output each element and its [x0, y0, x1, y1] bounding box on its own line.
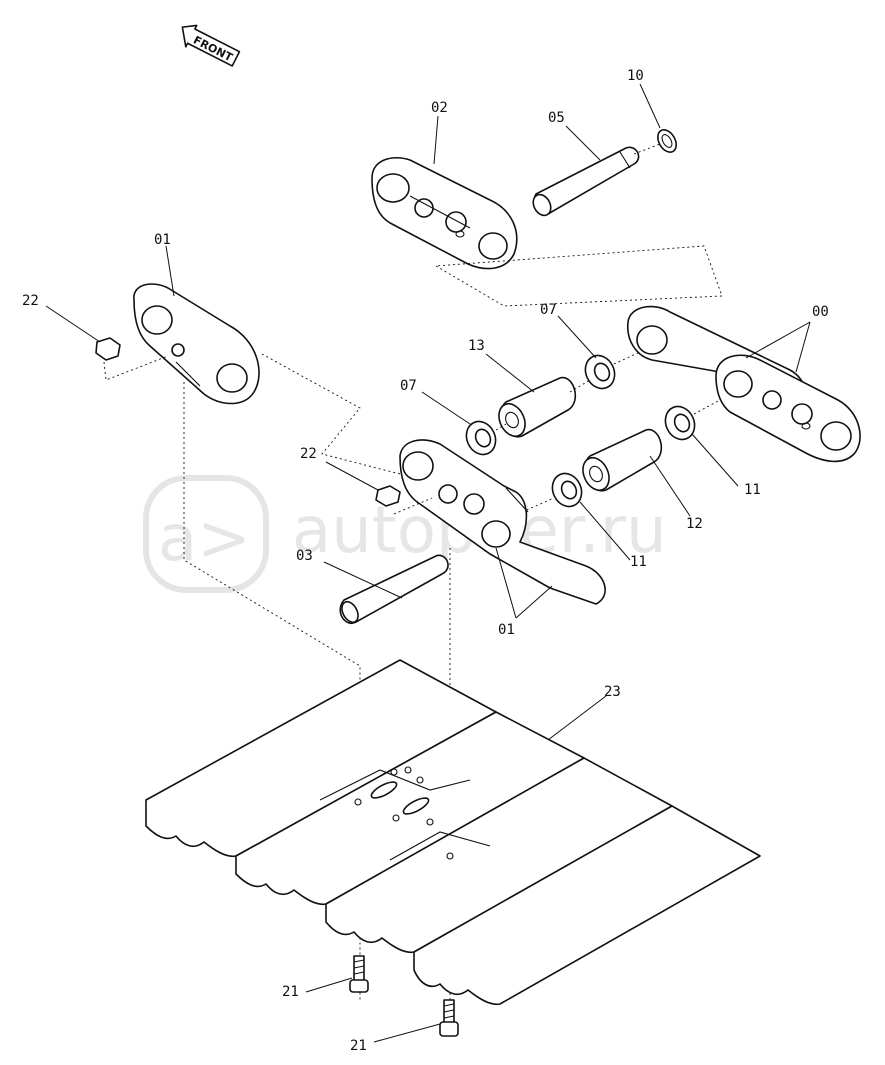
- circlip-10: [657, 129, 677, 153]
- watermark-logo-glyph: a>: [158, 502, 251, 576]
- pin-05: [532, 146, 640, 217]
- label-00: 00: [812, 304, 829, 320]
- part-labels: 02 05 10 01 22 00 07 13 07 22 11 12 11 0…: [22, 68, 829, 1054]
- nut-22-mid: [375, 485, 401, 507]
- axis-line-nut22-left: [103, 355, 169, 381]
- front-arrow: FRONT: [181, 24, 241, 67]
- axis-11-01: [521, 497, 555, 513]
- axis-line-nut22-mid: [393, 497, 433, 515]
- label-10: 10: [627, 68, 644, 84]
- link-01-upper: [133, 283, 260, 405]
- label-11-upper: 11: [744, 482, 761, 498]
- nut-22-left: [95, 337, 121, 361]
- assembly-frame-mid: [261, 353, 401, 475]
- link-02: [371, 156, 518, 270]
- label-07-upper: 07: [540, 302, 557, 318]
- label-07-lower: 07: [400, 378, 417, 394]
- link-00-lower: [715, 354, 861, 463]
- label-03: 03: [296, 548, 313, 564]
- label-11-lower: 11: [630, 554, 647, 570]
- axis-07-13: [495, 423, 507, 431]
- label-21-lower: 21: [350, 1038, 367, 1054]
- label-05: 05: [548, 110, 565, 126]
- seal-11-lower: [551, 472, 583, 508]
- label-23: 23: [604, 684, 621, 700]
- label-02: 02: [431, 100, 448, 116]
- leader-lines: [45, 83, 811, 1043]
- label-21-upper: 21: [282, 984, 299, 1000]
- pin-03: [339, 554, 449, 625]
- axis-07-00: [613, 351, 641, 365]
- label-01-lower: 01: [498, 622, 515, 638]
- label-22-left: 22: [22, 293, 39, 309]
- label-01-upper: 01: [154, 232, 171, 248]
- label-13: 13: [468, 338, 485, 354]
- bushing-13: [498, 377, 577, 438]
- seal-11-upper: [664, 405, 696, 441]
- track-shoe-23: [145, 659, 761, 1006]
- seal-07-upper: [584, 354, 616, 390]
- watermark-logo-frame: [143, 475, 269, 593]
- label-22-mid: 22: [300, 446, 317, 462]
- bushing-12: [582, 429, 663, 492]
- bolt-21-lower: [439, 999, 459, 1037]
- bolt-21-upper: [349, 955, 369, 993]
- axis-11-00: [693, 399, 721, 415]
- axis-13-07: [569, 379, 591, 393]
- label-12: 12: [686, 516, 703, 532]
- link-01-lower: [399, 439, 606, 605]
- seal-07-lower: [465, 420, 497, 456]
